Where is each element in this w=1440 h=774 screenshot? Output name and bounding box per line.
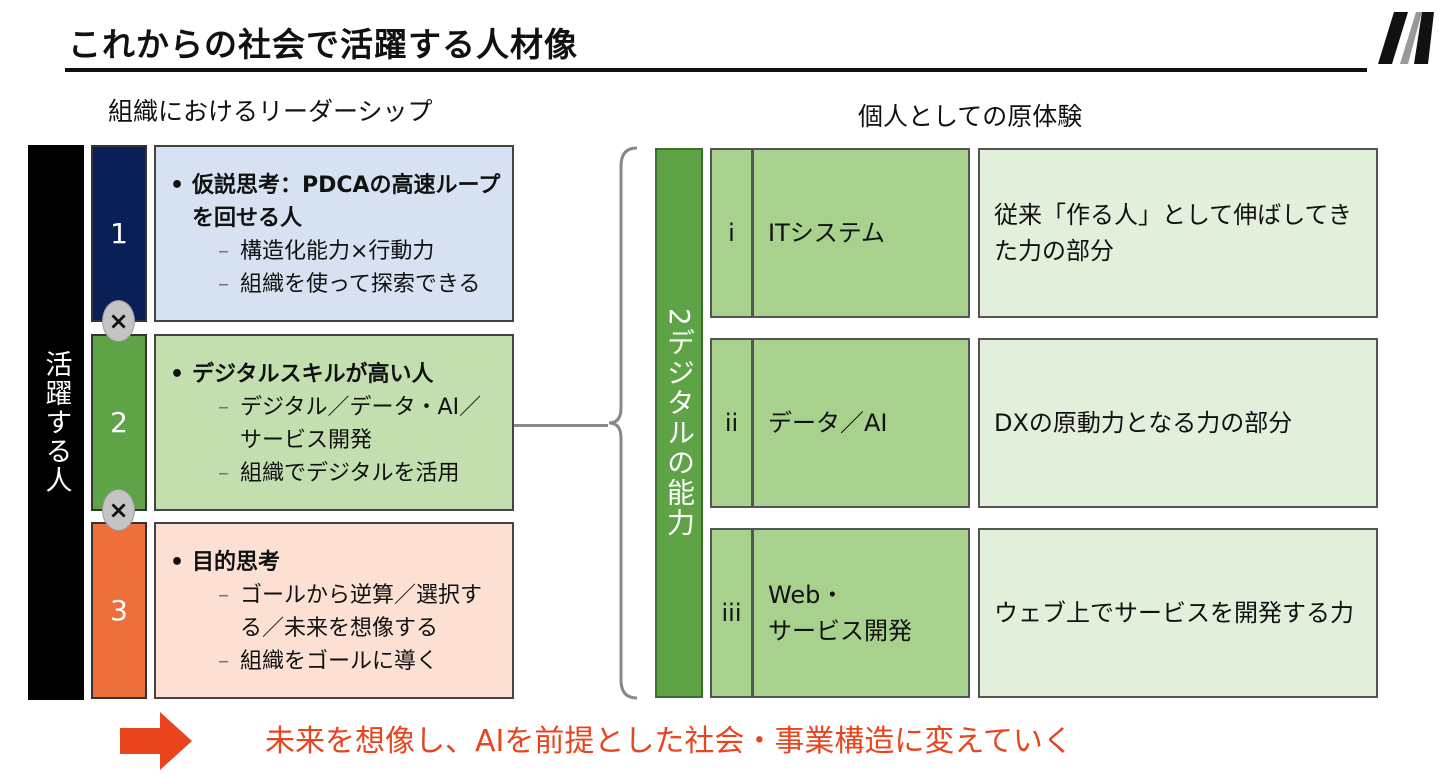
brace-icon bbox=[605, 146, 639, 700]
skill-label: Web・ サービス開発 bbox=[752, 528, 970, 698]
multiply-icon: × bbox=[102, 300, 135, 342]
skill-label: データ／AI bbox=[752, 338, 970, 508]
leadership-item-1: 仮説思考：PDCAの高速ループを回せる人構造化能力×行動力組織を使って探索できる bbox=[154, 145, 514, 322]
leadership-number-3: 3 bbox=[91, 522, 147, 699]
row-numeral: i bbox=[710, 148, 753, 318]
leadership-item-detail: 組織を使って探索できる bbox=[170, 268, 502, 301]
left-heading: 組織におけるリーダーシップ bbox=[108, 97, 433, 126]
title-underline bbox=[65, 68, 1367, 72]
skill-label: ITシステム bbox=[752, 148, 970, 318]
leadership-item-3: 目的思考ゴールから逆算／選択する／未来を想像する組織をゴールに導く bbox=[154, 522, 514, 699]
digital-ability-label: 2デジタルの能力 bbox=[655, 148, 703, 698]
multiply-icon: × bbox=[102, 489, 135, 531]
arrow-right-icon bbox=[120, 712, 192, 774]
logo bbox=[1378, 8, 1436, 66]
skill-description: DXの原動力となる力の部分 bbox=[978, 338, 1378, 508]
leadership-item-detail: ゴールから逆算／選択する／未来を想像する bbox=[170, 579, 502, 645]
leadership-number-2: 2 bbox=[91, 334, 147, 511]
skill-description: 従来「作る人」として伸ばしてきた力の部分 bbox=[978, 148, 1378, 318]
leadership-item-heading: デジタルスキルが高い人 bbox=[170, 358, 502, 391]
page-title: これからの社会で活躍する人材像 bbox=[68, 25, 578, 64]
right-heading: 個人としての原体験 bbox=[858, 102, 1083, 131]
leadership-number-1: 1 bbox=[91, 145, 147, 322]
leadership-item-detail: 構造化能力×行動力 bbox=[170, 235, 502, 268]
leadership-item-2: デジタルスキルが高い人デジタル／データ・AI／サービス開発組織でデジタルを活用 bbox=[154, 334, 514, 511]
bottom-message: 未来を想像し、AIを前提とした社会・事業構造に変えていく bbox=[265, 724, 1073, 759]
leadership-item-detail: デジタル／データ・AI／サービス開発 bbox=[170, 391, 502, 457]
leadership-item-detail: 組織をゴールに導く bbox=[170, 645, 502, 678]
leadership-item-heading: 目的思考 bbox=[170, 546, 502, 579]
leadership-item-heading: 仮説思考：PDCAの高速ループを回せる人 bbox=[170, 169, 502, 235]
connector-line bbox=[514, 424, 608, 427]
skill-description: ウェブ上でサービスを開発する力 bbox=[978, 528, 1378, 698]
side-label-active-person: 活躍する人 bbox=[28, 145, 84, 700]
row-numeral: ii bbox=[710, 338, 753, 508]
leadership-item-detail: 組織でデジタルを活用 bbox=[170, 457, 502, 490]
row-numeral: iii bbox=[710, 528, 753, 698]
